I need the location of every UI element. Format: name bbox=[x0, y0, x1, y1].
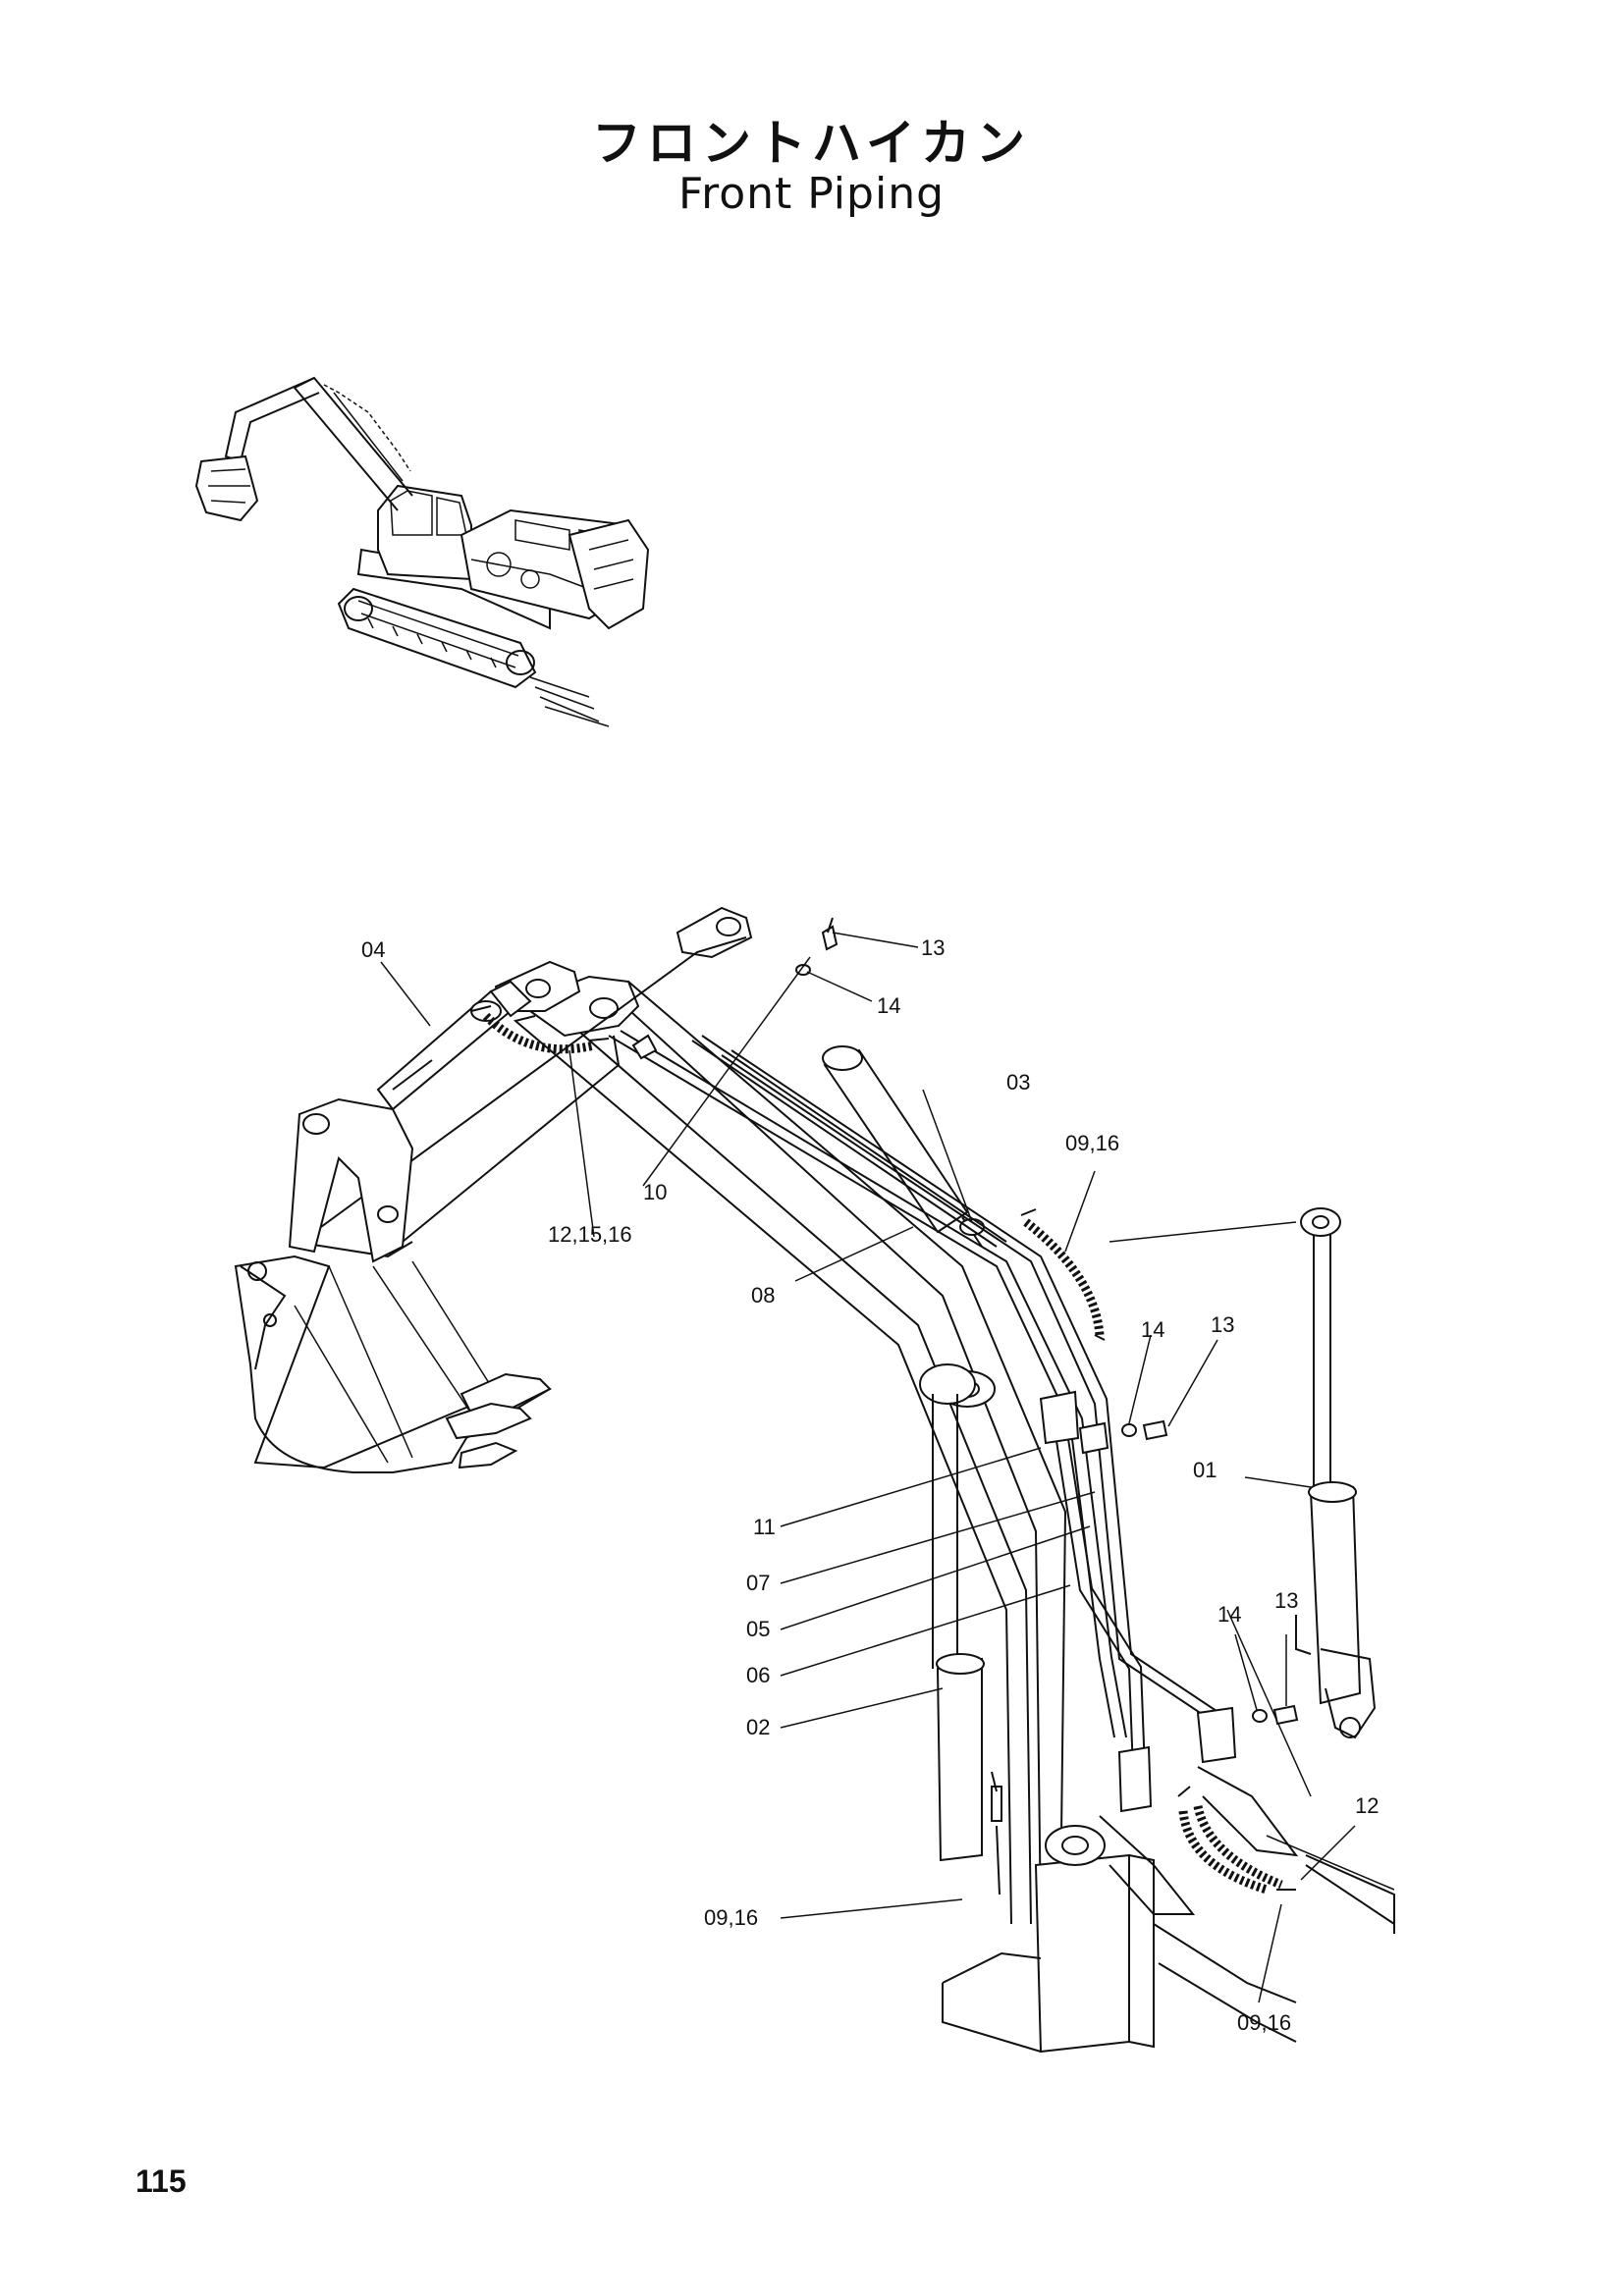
leader-lines bbox=[380, 932, 1356, 2003]
arm-cylinder bbox=[822, 1045, 985, 1248]
callout-label: 12,15,16 bbox=[548, 1222, 632, 1247]
hydraulic-hoses bbox=[470, 1005, 1296, 1895]
callout-label: 02 bbox=[746, 1715, 770, 1739]
callout-label: 03 bbox=[1006, 1070, 1030, 1095]
callout-label: 08 bbox=[751, 1283, 775, 1308]
boom-cylinder-left bbox=[919, 1363, 1002, 1896]
callout-label: 06 bbox=[746, 1663, 770, 1687]
callout-labels: 04 13 14 03 09,16 12,15,16 10 08 14 13 0… bbox=[361, 935, 1379, 2035]
callout-label: 01 bbox=[1193, 1458, 1217, 1482]
callout-label: 14 bbox=[1141, 1317, 1164, 1342]
callout-label: 14 bbox=[1217, 1602, 1241, 1627]
fasteners bbox=[631, 917, 1299, 1726]
callout-label: 14 bbox=[877, 993, 900, 1018]
bucket-cylinder bbox=[376, 980, 532, 1111]
callout-label: 13 bbox=[1274, 1588, 1298, 1613]
callout-label: 04 bbox=[361, 937, 385, 962]
hydraulic-pipes bbox=[608, 1030, 1237, 1813]
callout-label: 09,16 bbox=[1065, 1131, 1119, 1155]
excavator-overview-illustration bbox=[194, 376, 650, 727]
callout-label: 09,16 bbox=[704, 1905, 758, 1930]
callout-label: 09,16 bbox=[1237, 2010, 1291, 2035]
callout-label: 13 bbox=[1211, 1312, 1234, 1337]
callout-label: 13 bbox=[921, 935, 945, 960]
callout-label: 10 bbox=[643, 1180, 667, 1204]
callout-label: 12 bbox=[1355, 1793, 1379, 1818]
callout-label: 07 bbox=[746, 1571, 770, 1595]
page-number: 115 bbox=[135, 2163, 187, 2199]
callout-label: 11 bbox=[753, 1515, 776, 1539]
boom-cylinder-right bbox=[1295, 1207, 1377, 1739]
title-english: Front Piping bbox=[677, 169, 946, 219]
callout-label: 05 bbox=[746, 1617, 770, 1641]
title-japanese: フロントハイカン bbox=[592, 115, 1031, 172]
